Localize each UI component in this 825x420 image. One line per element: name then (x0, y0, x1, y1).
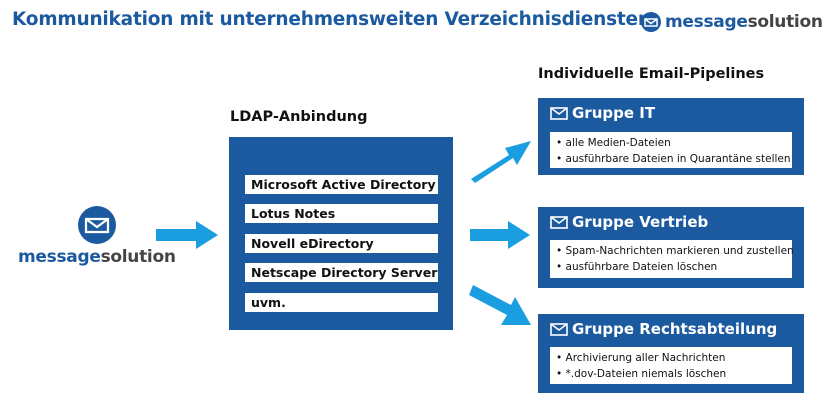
group-recht-title: Gruppe Rechtsabteilung (572, 320, 778, 338)
group-vertrieb-box: Gruppe Vertrieb • Spam-Nachrichten marki… (538, 207, 804, 288)
ldap-heading: LDAP-Anbindung (230, 109, 368, 125)
brand-logo: messagesolution (640, 11, 823, 33)
arrow-source-to-ldap (156, 221, 218, 249)
arrow-ldap-to-vertrieb (470, 221, 530, 249)
envelope-icon (550, 106, 568, 120)
group-recht-header: Gruppe Rechtsabteilung (550, 320, 777, 338)
ldap-item-lotus-notes: Lotus Notes (245, 204, 438, 223)
group-recht-box: Gruppe Rechtsabteilung • Archivierung al… (538, 314, 804, 393)
group-it-header: Gruppe IT (550, 104, 655, 122)
group-it-title: Gruppe IT (572, 104, 656, 122)
ldap-item-novell: Novell eDirectory (245, 234, 438, 253)
ldap-box: Microsoft Active Directory Lotus Notes N… (229, 137, 453, 330)
group-recht-body: • Archivierung aller Nachrichten • *.dov… (550, 347, 792, 384)
arrow-ldap-to-recht (469, 285, 531, 325)
pipelines-heading: Individuelle Email-Pipelines (538, 66, 765, 82)
ldap-item-uvm: uvm. (245, 293, 438, 312)
source-logo-text: messagesolution (18, 247, 176, 267)
group-vertrieb-title: Gruppe Vertrieb (572, 213, 709, 231)
envelope-circle-icon (77, 206, 116, 244)
group-recht-rule-2: • *.dov-Dateien niemals löschen (556, 368, 727, 380)
group-it-body: • alle Medien-Dateien • ausführbare Date… (550, 132, 792, 168)
envelope-circle-icon (641, 12, 661, 32)
group-vertrieb-body: • Spam-Nachrichten markieren und zustell… (550, 240, 794, 278)
source-logo: messagesolution (18, 205, 176, 267)
ldap-item-active-directory: Microsoft Active Directory (245, 175, 438, 194)
envelope-icon (550, 215, 568, 229)
group-it-box: Gruppe IT • alle Medien-Dateien • ausfüh… (538, 98, 804, 175)
diagram-title: Kommunikation mit unternehmensweiten Ver… (12, 9, 651, 30)
brand-logo-text: messagesolution (665, 12, 823, 32)
ldap-item-netscape: Netscape Directory Server (245, 263, 438, 282)
group-it-rule-1: • alle Medien-Dateien (556, 137, 671, 149)
group-recht-rule-1: • Archivierung aller Nachrichten (556, 352, 726, 364)
arrow-ldap-to-it (471, 141, 531, 183)
group-vertrieb-header: Gruppe Vertrieb (550, 213, 708, 231)
group-it-rule-2: • ausführbare Dateien in Quarantäne stel… (556, 153, 791, 165)
envelope-icon (550, 322, 568, 336)
group-vertrieb-rule-2: • ausführbare Dateien löschen (556, 261, 718, 273)
group-vertrieb-rule-1: • Spam-Nachrichten markieren und zustell… (556, 245, 794, 257)
